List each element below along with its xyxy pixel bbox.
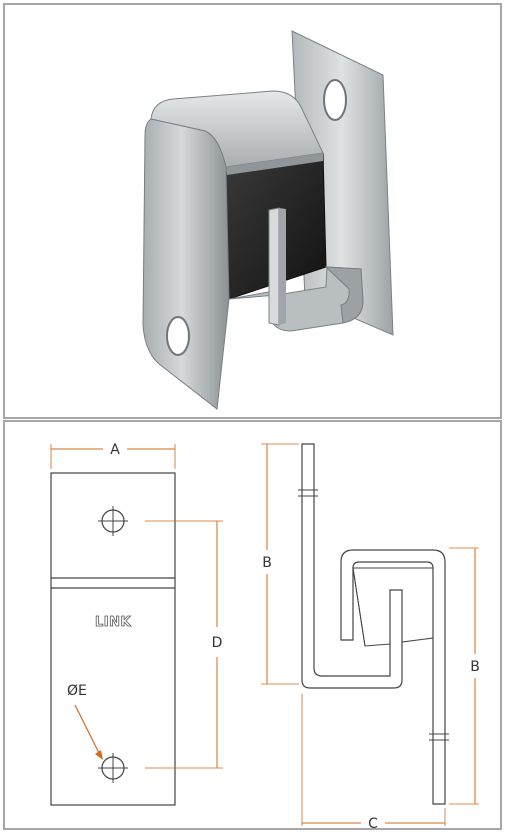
dimension-c: C xyxy=(301,694,446,828)
product-photo-panel xyxy=(3,3,502,419)
dimension-e-label: ØE xyxy=(67,683,87,699)
dimension-d-label: D xyxy=(212,635,223,651)
side-channel-outline xyxy=(340,549,446,805)
lower-hole-symbol xyxy=(98,753,128,783)
slotted-tongue xyxy=(268,207,280,326)
dimension-b-left-label: B xyxy=(262,555,272,571)
upper-hole xyxy=(323,79,347,121)
technical-drawing: LINK A D ØE xyxy=(50,442,480,828)
dimension-a-label: A xyxy=(110,442,120,458)
dimension-b-right: B xyxy=(449,547,480,805)
side-loop-outline xyxy=(301,443,403,689)
dimension-e: ØE xyxy=(67,683,103,760)
dimension-a: A xyxy=(50,442,176,469)
side-rubber-outline xyxy=(352,567,434,647)
dimension-d: D xyxy=(145,520,223,769)
front-plate xyxy=(142,118,230,410)
dimension-c-label: C xyxy=(368,816,378,828)
upper-hole-symbol xyxy=(98,506,128,536)
bracket-photo xyxy=(142,30,394,410)
front-view: LINK xyxy=(50,472,176,806)
dimension-b-right-label: B xyxy=(470,659,480,675)
technical-drawing-panel: LINK A D ØE xyxy=(3,420,502,830)
inner-lip xyxy=(226,153,323,175)
dimension-b-left: B xyxy=(261,443,299,685)
side-view xyxy=(298,443,449,805)
link-label: LINK xyxy=(95,615,132,630)
lower-hole xyxy=(166,316,190,356)
